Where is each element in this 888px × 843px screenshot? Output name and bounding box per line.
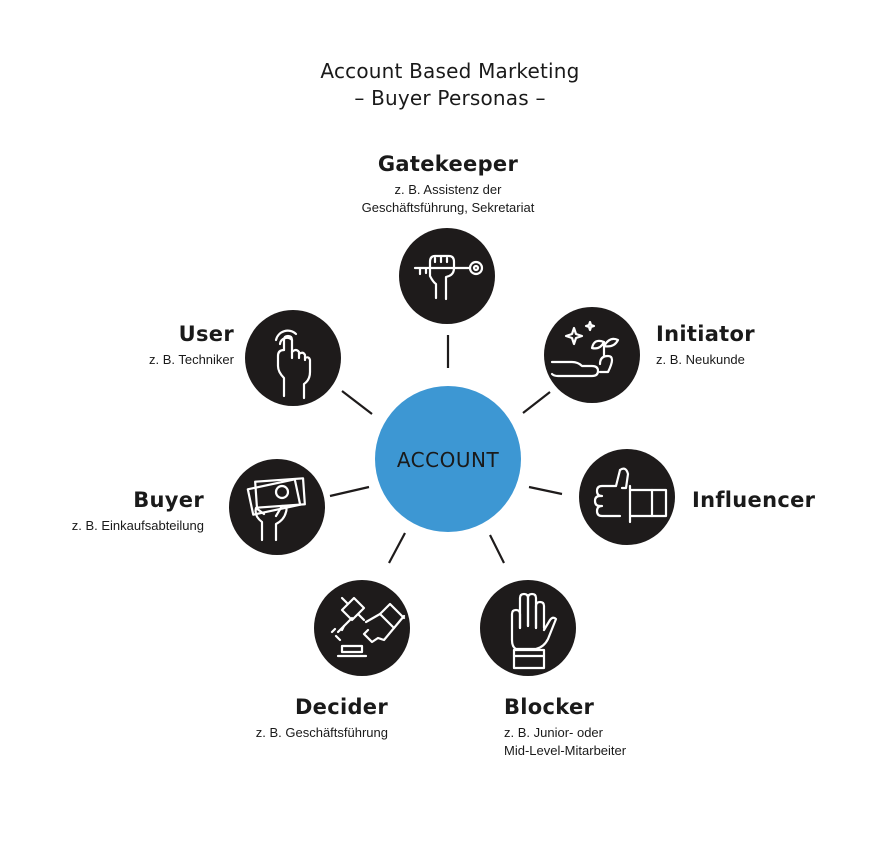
blocker-desc-line-1: z. B. Junior- oder bbox=[504, 725, 603, 740]
pointing-finger-tap-icon bbox=[274, 329, 312, 400]
decider-desc: z. B. Geschäftsführung bbox=[255, 725, 388, 740]
hand-with-money-icon bbox=[246, 477, 306, 542]
initiator-desc: z. B. Neukunde bbox=[656, 352, 745, 367]
connectors bbox=[329, 335, 563, 564]
gatekeeper-desc-line-2: Geschäftsführung, Sekretariat bbox=[361, 200, 535, 215]
title-line-1: Account Based Marketing bbox=[320, 59, 580, 83]
influencer-node bbox=[579, 449, 675, 545]
diagram-title: Account Based Marketing – Buyer Personas… bbox=[0, 58, 888, 112]
user-node bbox=[245, 310, 341, 406]
thumbs-up-icon bbox=[593, 467, 668, 524]
blocker-name: Blocker bbox=[504, 695, 595, 719]
connector-user bbox=[341, 390, 373, 415]
connector-decider bbox=[388, 532, 406, 564]
buyer-desc: z. B. Einkaufsabteilung bbox=[71, 518, 204, 533]
decider-node bbox=[314, 580, 410, 676]
account-circle bbox=[375, 386, 521, 532]
gavel-handshake-icon bbox=[330, 596, 406, 658]
title-line-2: – Buyer Personas – bbox=[354, 86, 546, 110]
gatekeeper-name: Gatekeeper bbox=[377, 152, 519, 176]
influencer-name: Influencer bbox=[692, 488, 816, 512]
raised-hand-stop-icon bbox=[510, 592, 558, 670]
blocker-node bbox=[480, 580, 576, 676]
connector-influencer bbox=[528, 485, 563, 496]
center-label: ACCOUNT bbox=[396, 448, 500, 472]
connector-buyer bbox=[329, 485, 370, 498]
buyer-name: Buyer bbox=[133, 488, 204, 512]
connector-initiator bbox=[522, 391, 551, 414]
buyer-node bbox=[229, 459, 325, 555]
gatekeeper-desc-line-1: z. B. Assistenz der bbox=[394, 182, 502, 197]
decider-name: Decider bbox=[294, 695, 388, 719]
gatekeeper-node bbox=[399, 228, 495, 324]
hand-with-sprout-icon bbox=[550, 320, 620, 378]
user-desc: z. B. Techniker bbox=[148, 352, 234, 367]
initiator-name: Initiator bbox=[656, 322, 755, 346]
connector-blocker bbox=[489, 534, 505, 564]
hand-holding-key-icon bbox=[413, 254, 484, 301]
user-name: User bbox=[178, 322, 234, 346]
blocker-desc-line-2: Mid-Level-Mitarbeiter bbox=[504, 743, 627, 758]
initiator-node bbox=[544, 307, 640, 403]
